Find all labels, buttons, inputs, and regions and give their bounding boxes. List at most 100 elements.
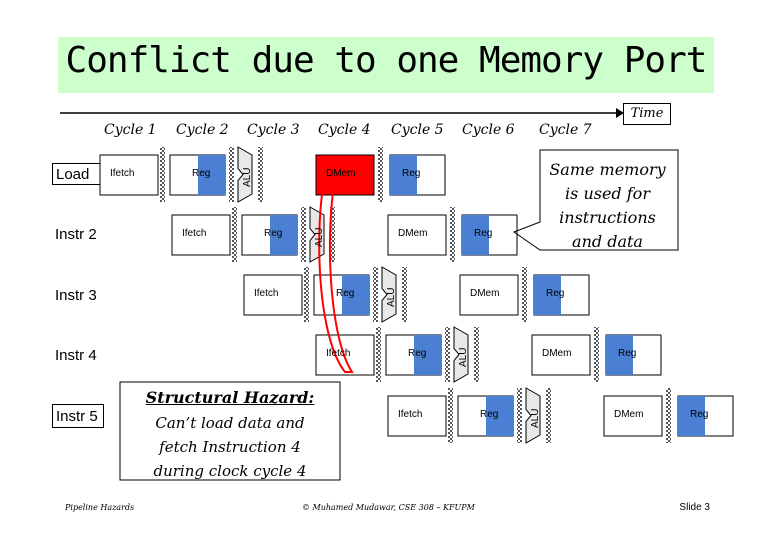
reg-read-shade <box>198 155 225 195</box>
dmem-label: DMem <box>398 227 428 239</box>
wb-reg-label: Reg <box>402 167 421 179</box>
pipeline-latch <box>160 147 165 202</box>
instr-4-label: Instr 4 <box>55 347 97 364</box>
wb-reg-label: Reg <box>474 227 493 239</box>
ifetch-label: Ifetch <box>326 347 351 359</box>
memory-note: Same memory is used for instructions and… <box>540 158 675 254</box>
alu-shape <box>381 266 397 323</box>
pipeline-latch <box>229 147 234 202</box>
instr-2-label: Instr 2 <box>55 226 97 243</box>
note-line: is used for <box>565 184 650 203</box>
cycle-2-label: Cycle 2 <box>176 122 229 138</box>
hazard-title: Structural Hazard: <box>145 388 315 407</box>
dmem-label: DMem <box>326 167 356 179</box>
pipeline-latch <box>448 388 453 443</box>
ifetch-label: Ifetch <box>254 287 279 299</box>
hazard-line: fetch Instruction 4 <box>159 438 301 456</box>
dmem-label: DMem <box>542 347 572 359</box>
time-label: Time <box>623 103 671 125</box>
pipeline-row <box>387 387 734 444</box>
cycle-6-label: Cycle 6 <box>462 122 515 138</box>
ifetch-label: Ifetch <box>398 408 423 420</box>
reg-read-shade <box>342 275 369 315</box>
dmem-label: DMem <box>470 287 500 299</box>
dmem-box <box>531 334 591 376</box>
cycle-7-label: Cycle 7 <box>539 122 592 138</box>
pipeline-latch <box>258 147 263 202</box>
note-line: and data <box>572 232 643 251</box>
wb-reg-label: Reg <box>690 408 709 420</box>
ifetch-box <box>243 274 303 316</box>
wb-reg-label: Reg <box>546 287 565 299</box>
reg-write-shade <box>390 155 417 195</box>
ifetch-box <box>99 154 159 196</box>
dmem-box <box>603 395 663 437</box>
pipeline-latch <box>304 267 309 322</box>
cycle-1-label: Cycle 1 <box>104 122 157 138</box>
pipeline-latch <box>546 388 551 443</box>
footer-left: Pipeline Hazards <box>65 503 135 512</box>
alu-label: ALU <box>386 287 397 307</box>
alu-shape <box>237 146 253 203</box>
reg-read-shade <box>486 396 513 436</box>
cycle-5-label: Cycle 5 <box>391 122 444 138</box>
hazard-text: Can’t load data and fetch Instruction 4 … <box>120 411 340 483</box>
reg-label: Reg <box>264 227 283 239</box>
pipeline-latch <box>445 327 450 382</box>
ifetch-box <box>387 395 447 437</box>
pipeline-latch <box>378 147 383 202</box>
reg-label: Reg <box>408 347 427 359</box>
hazard-line: during clock cycle 4 <box>153 462 307 480</box>
reg-label: Reg <box>192 167 211 179</box>
dmem-box <box>459 274 519 316</box>
alu-label: ALU <box>314 227 325 247</box>
reg-write-shade <box>606 335 633 375</box>
pipeline-row <box>171 206 518 263</box>
hazard-line: Can’t load data and <box>155 414 305 432</box>
hazard-highlight <box>318 159 354 373</box>
reg-label: Reg <box>336 287 355 299</box>
ifetch-label: Ifetch <box>110 167 135 179</box>
pipeline-latch <box>373 267 378 322</box>
pipeline-latch <box>474 327 479 382</box>
pipeline-latch <box>450 207 455 262</box>
ifetch-label: Ifetch <box>182 227 207 239</box>
footer-center: © Muhamed Mudawar, CSE 308 – KFUPM <box>302 503 475 512</box>
pipeline-row <box>315 326 662 383</box>
note-line: Same memory <box>549 160 666 179</box>
dmem-label: DMem <box>614 408 644 420</box>
reg-label: Reg <box>480 408 499 420</box>
pipeline-latch <box>522 267 527 322</box>
pipeline-latch <box>666 388 671 443</box>
alu-label: ALU <box>530 408 541 428</box>
pipeline-latch <box>330 207 335 262</box>
pipeline-latch <box>232 207 237 262</box>
pipeline-latch <box>402 267 407 322</box>
reg-read-shade <box>270 215 297 255</box>
page-title: Conflict due to one Memory Port <box>65 40 708 81</box>
pipeline-latch <box>376 327 381 382</box>
hazard-box <box>119 381 341 481</box>
cycle-3-label: Cycle 3 <box>247 122 300 138</box>
pipeline-row <box>99 146 446 203</box>
instr-5-label: Instr 5 <box>52 404 104 428</box>
cycle-4-label: Cycle 4 <box>318 122 371 138</box>
ifetch-box <box>171 214 231 256</box>
footer-right: Slide 3 <box>679 502 710 513</box>
pipeline-row <box>243 266 590 323</box>
pipeline-latch <box>517 388 522 443</box>
reg-write-shade <box>678 396 705 436</box>
reg-write-shade <box>462 215 489 255</box>
pipeline-latch <box>301 207 306 262</box>
reg-write-shade <box>534 275 561 315</box>
wb-reg-label: Reg <box>618 347 637 359</box>
alu-label: ALU <box>458 347 469 367</box>
alu-shape <box>525 387 541 444</box>
instr-3-label: Instr 3 <box>55 287 97 304</box>
reg-read-shade <box>414 335 441 375</box>
note-callout <box>512 149 679 251</box>
dmem-box <box>387 214 447 256</box>
title-band <box>58 37 714 93</box>
